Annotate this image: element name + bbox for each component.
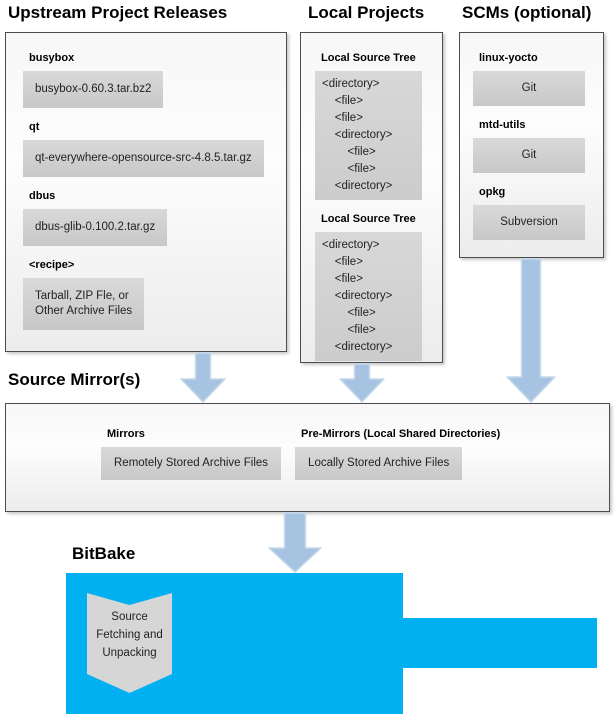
mirror-archive-box: Remotely Stored Archive Files [101, 447, 282, 480]
package-item: dbus dbus-glib-0.100.2.tar.gz [23, 189, 282, 246]
tree-label: Local Source Tree [321, 52, 416, 64]
source-fetching-label: Source Fetching and Unpacking [96, 611, 163, 659]
heading-bitbake: BitBake [72, 544, 136, 563]
scm-type-box: Subversion [473, 205, 585, 240]
arrow-local-to-mirrors-icon [339, 363, 385, 403]
package-archive-box: dbus-glib-0.100.2.tar.gz [23, 209, 168, 246]
package-item: <recipe> Tarball, ZIP Fle, or Other Arch… [23, 258, 282, 330]
scm-item: mtd-utils Git [473, 118, 591, 173]
arrow-upstream-to-mirrors-icon [180, 352, 226, 403]
bitbake-output-arm [403, 618, 597, 668]
scm-type-box: Git [473, 138, 585, 173]
mirror-group: Mirrors Remotely Stored Archive Files [101, 427, 282, 480]
upstream-releases-panel: busybox busybox-0.60.3.tar.bz2 qt qt-eve… [5, 32, 287, 352]
scms-panel: linux-yocto Git mtd-utils Git opkg Subve… [459, 32, 604, 258]
package-name: dbus [29, 190, 56, 202]
package-item: qt qt-everywhere-opensource-src-4.8.5.ta… [23, 120, 282, 177]
scm-project-name: linux-yocto [479, 52, 538, 64]
scm-project-name: opkg [479, 186, 506, 198]
source-mirrors-panel: Mirrors Remotely Stored Archive Files Pr… [5, 403, 610, 512]
arrow-scms-to-mirrors-icon [506, 258, 556, 403]
package-archive-box: busybox-0.60.3.tar.bz2 [23, 71, 164, 108]
scm-type-box: Git [473, 71, 585, 106]
package-name: busybox [29, 52, 75, 64]
mirror-group: Pre-Mirrors (Local Shared Directories) L… [295, 427, 500, 480]
scm-project-name: mtd-utils [479, 119, 526, 131]
package-name: <recipe> [29, 259, 75, 271]
heading-upstream-project-releases: Upstream Project Releases [8, 3, 228, 22]
package-archive-box: Tarball, ZIP Fle, or Other Archive Files [23, 278, 145, 330]
tree-content-box: <directory> <file> <file> <directory> <f… [315, 232, 422, 361]
mirror-group-label: Pre-Mirrors (Local Shared Directories) [301, 428, 501, 440]
tree-content-box: <directory> <file> <file> <directory> <f… [315, 71, 422, 200]
mirror-group-label: Mirrors [107, 428, 145, 440]
arrow-mirrors-to-bitbake-icon [268, 512, 322, 573]
local-projects-panel: Local Source Tree <directory> <file> <fi… [300, 32, 443, 363]
heading-source-mirrors: Source Mirror(s) [8, 370, 141, 389]
local-source-tree-group: Local Source Tree <directory> <file> <fi… [315, 51, 432, 200]
scm-item: linux-yocto Git [473, 51, 591, 106]
package-name: qt [29, 121, 40, 133]
local-source-tree-group: Local Source Tree <directory> <file> <fi… [315, 212, 432, 361]
scm-item: opkg Subversion [473, 185, 591, 240]
heading-local-projects: Local Projects [308, 3, 425, 22]
mirror-archive-box: Locally Stored Archive Files [295, 447, 463, 480]
package-archive-box: qt-everywhere-opensource-src-4.8.5.tar.g… [23, 140, 264, 177]
source-fetching-banner: Source Fetching and Unpacking [87, 593, 172, 693]
tree-label: Local Source Tree [321, 213, 416, 225]
package-item: busybox busybox-0.60.3.tar.bz2 [23, 51, 282, 108]
heading-scms-optional: SCMs (optional) [462, 3, 592, 22]
